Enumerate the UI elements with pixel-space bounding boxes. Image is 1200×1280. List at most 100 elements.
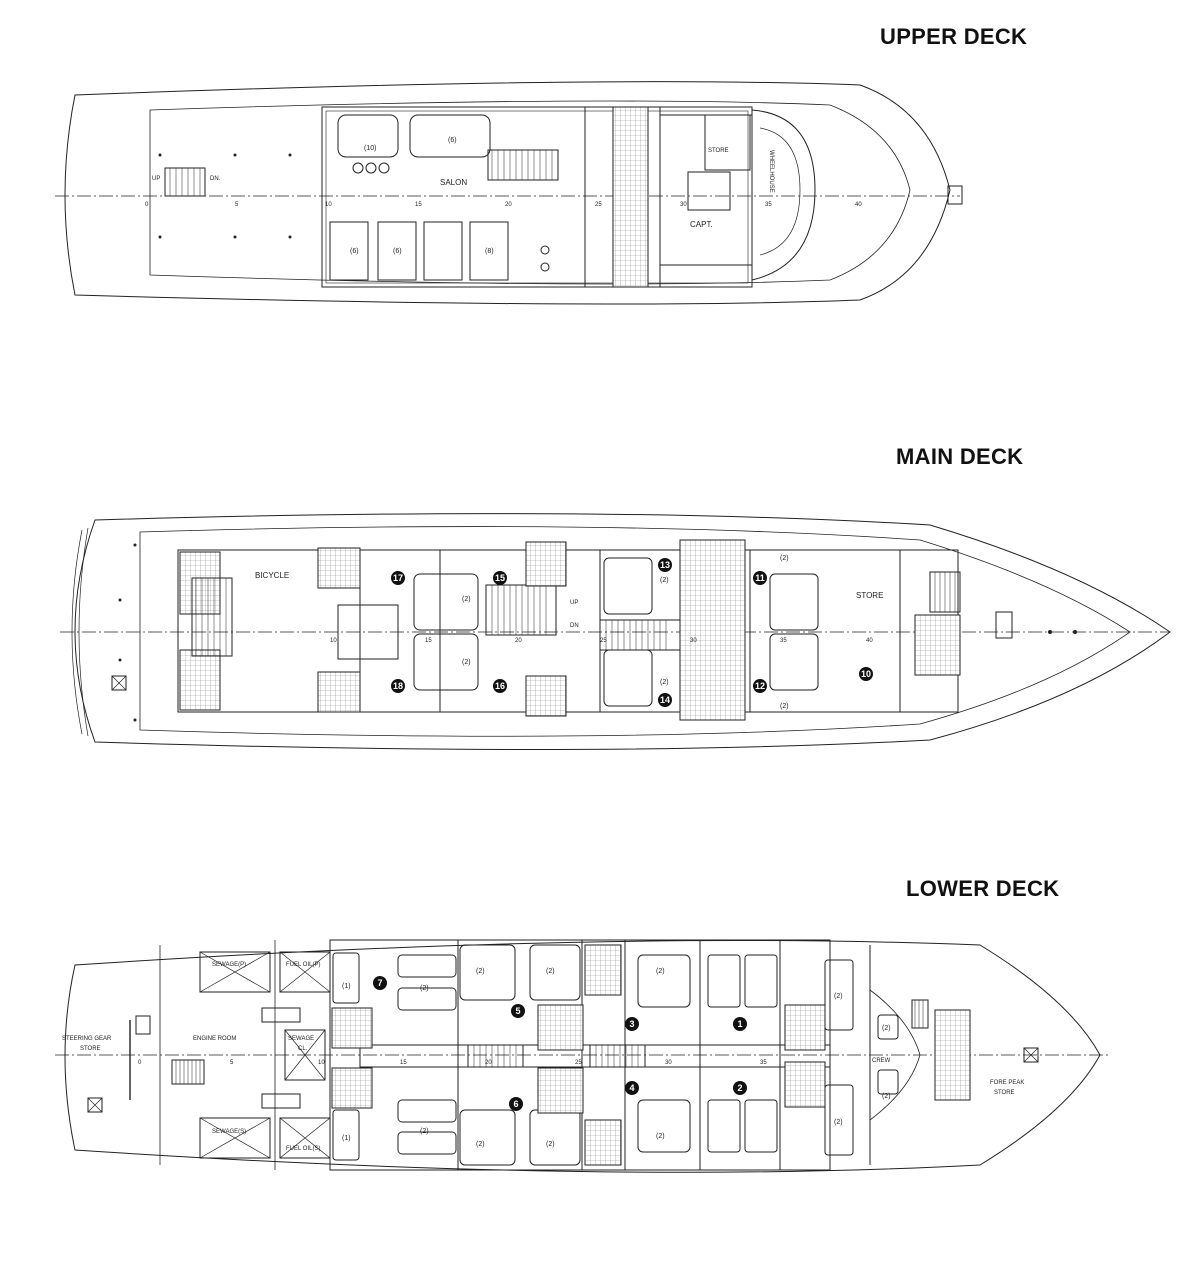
lower-frame-25: 25 <box>575 1060 582 1066</box>
svg-text:4: 4 <box>629 1083 634 1093</box>
svg-text:7: 7 <box>377 978 382 988</box>
cabin-badge-14: 14 <box>658 693 672 707</box>
lower-frame-10: 10 <box>318 1060 325 1066</box>
cabin-badge-5: 5 <box>511 1004 525 1018</box>
lower-fore-peak-store-label: STORE <box>994 1090 1015 1096</box>
upper-frame-15: 15 <box>415 202 422 208</box>
upper-deck-plan <box>55 81 963 305</box>
lower-frame-5: 5 <box>230 1060 234 1066</box>
main-bed-bottom <box>413 633 479 691</box>
upper-frame-0: 0 <box>145 202 149 208</box>
lower-deck-title: LOWER DECK <box>906 876 1060 901</box>
lower-frame-numbers: 0 5 10 15 20 25 30 35 <box>138 1060 767 1066</box>
main-grid-center <box>679 539 746 721</box>
lower-grid-fore-top <box>784 1004 826 1051</box>
svg-text:10: 10 <box>861 669 871 679</box>
lower-grid-wc-bottom <box>584 1119 622 1166</box>
cabin-badge-7: 7 <box>373 976 387 990</box>
main-frame-40: 40 <box>866 638 873 644</box>
main-deck-plan <box>60 513 1171 751</box>
lower-frame-20: 20 <box>485 1060 492 1066</box>
upper-grid-stair <box>612 106 649 288</box>
lower-berth-2-e: (2) <box>476 1141 485 1148</box>
lower-fuel-s-tank <box>279 1117 331 1159</box>
main-up-label: UP <box>570 600 578 606</box>
svg-text:5: 5 <box>515 1006 520 1016</box>
main-grid-fore <box>914 614 961 676</box>
upper-frame-10: 10 <box>325 202 332 208</box>
svg-text:18: 18 <box>393 681 403 691</box>
lower-berth-2-l: (2) <box>882 1093 891 1100</box>
svg-text:17: 17 <box>393 573 403 583</box>
lower-steering-label: STEERING GEAR <box>62 1036 112 1042</box>
upper-frame-35: 35 <box>765 202 772 208</box>
main-b11-label: (2) <box>780 555 789 562</box>
lower-frame-0: 0 <box>138 1060 142 1066</box>
svg-text:12: 12 <box>755 681 765 691</box>
lower-engine-label: ENGINE ROOM <box>193 1036 236 1042</box>
main-grid-wc-18 <box>317 671 361 713</box>
upper-frame-30: 30 <box>680 202 687 208</box>
lower-fuel-p-label: FUEL OIL(P) <box>286 962 320 968</box>
main-frame-20: 20 <box>515 638 522 644</box>
lower-deck-outline <box>64 940 1101 1173</box>
lower-frame-30: 30 <box>665 1060 672 1066</box>
main-b14-label: (2) <box>660 679 669 686</box>
upper-dn-label: DN. <box>210 176 221 182</box>
lower-berth-2-c: (2) <box>546 968 555 975</box>
cabin-badge-17: 17 <box>391 571 405 585</box>
upper-deck-labels: SALON STORE CAPT. WHEELHOUSE (10) (6) (6… <box>145 137 862 255</box>
upper-frame-5: 5 <box>235 202 239 208</box>
lower-grid-mid-top <box>537 1004 584 1051</box>
lower-frame-15: 15 <box>400 1060 407 1066</box>
upper-seat-6-b2: (6) <box>393 248 402 255</box>
lower-berth-2-k: (2) <box>882 1025 891 1032</box>
lower-grid-fore-bottom <box>784 1061 826 1108</box>
svg-text:13: 13 <box>660 560 670 570</box>
cabin-badge-3: 3 <box>625 1017 639 1031</box>
svg-text:1: 1 <box>737 1019 742 1029</box>
cabin-badge-1: 1 <box>733 1017 747 1031</box>
lower-fuel-p-tank <box>279 951 331 993</box>
cabin-badge-6: 6 <box>509 1097 523 1111</box>
lower-sewage-c-label: SEWAGE <box>288 1036 314 1042</box>
lower-deck-labels: SEWAGE(P) FUEL OIL(P) SEWAGE(S) FUEL OIL… <box>62 962 1024 1152</box>
cabin-badge-13: 13 <box>658 558 672 572</box>
upper-wheelhouse-label: WHEELHOUSE <box>768 150 774 193</box>
lower-berth-2-b: (2) <box>476 968 485 975</box>
lower-sewage-s-label: SEWAGE(S) <box>212 1129 246 1135</box>
svg-text:2: 2 <box>737 1083 742 1093</box>
upper-seat-6-top: (6) <box>448 137 457 144</box>
svg-text:6: 6 <box>513 1099 518 1109</box>
lower-frame-35: 35 <box>760 1060 767 1066</box>
main-bed-bottom-label: (2) <box>462 659 471 666</box>
lower-cabin-badges: 7 5 3 1 6 4 2 <box>373 976 747 1111</box>
upper-deck-outline <box>64 81 951 305</box>
lower-berth-2-h: (2) <box>656 1133 665 1140</box>
lower-berth-1-bottom: (1) <box>342 1135 351 1142</box>
lower-grid-bow <box>934 1009 971 1101</box>
main-grid-wc-17 <box>317 547 361 589</box>
lower-berth-2-i: (2) <box>834 993 843 1000</box>
main-grid-wc-15 <box>525 541 567 587</box>
lower-steering-store-label: STORE <box>80 1046 101 1052</box>
upper-seat-10: (10) <box>364 145 376 152</box>
svg-text:16: 16 <box>495 681 505 691</box>
main-frame-15: 15 <box>425 638 432 644</box>
upper-seat-6-b1: (6) <box>350 248 359 255</box>
main-grid-aft-top <box>179 551 221 615</box>
cabin-badge-12: 12 <box>753 679 767 693</box>
upper-deck-title: UPPER DECK <box>880 24 1028 49</box>
main-cabin-badges: 17 15 13 11 18 16 14 12 10 <box>391 558 873 707</box>
lower-fuel-s-label: FUEL OIL(S) <box>286 1146 320 1152</box>
upper-capt-label: CAPT. <box>690 220 713 229</box>
svg-text:11: 11 <box>755 573 765 583</box>
cabin-badge-11: 11 <box>753 571 767 585</box>
main-grid-wc-16 <box>525 675 567 717</box>
cabin-badge-4: 4 <box>625 1081 639 1095</box>
upper-frame-20: 20 <box>505 202 512 208</box>
svg-text:3: 3 <box>629 1019 634 1029</box>
